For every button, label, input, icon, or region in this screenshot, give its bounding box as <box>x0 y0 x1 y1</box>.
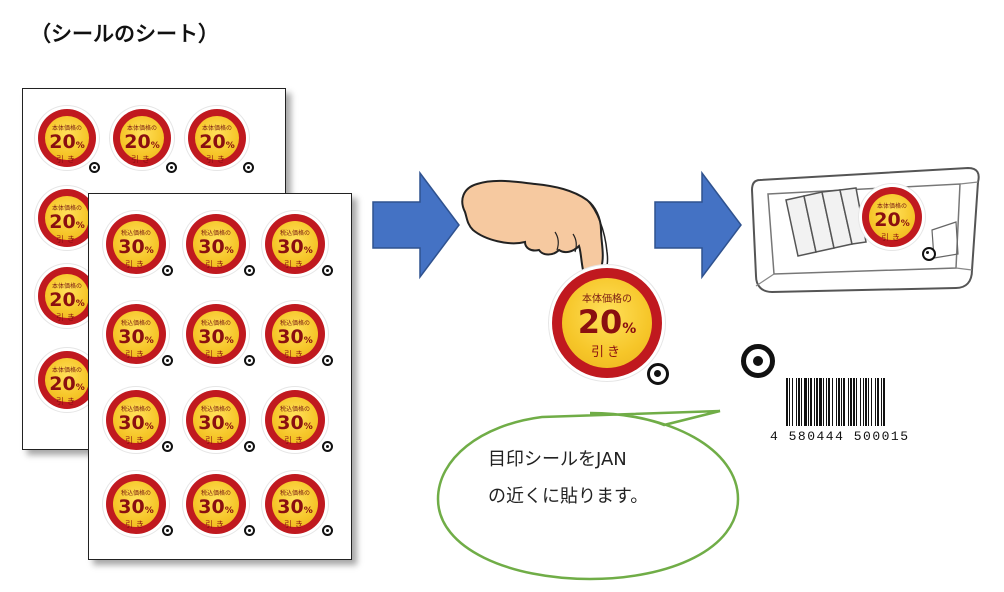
page-title: （シールのシート） <box>30 22 219 46</box>
target-mark-icon <box>162 525 173 536</box>
barcode-bar <box>786 378 788 426</box>
arrow-right-icon <box>654 170 742 280</box>
target-mark-icon <box>162 265 173 276</box>
target-mark-icon <box>922 247 936 261</box>
target-mark-icon <box>244 441 255 452</box>
callout-line-2: の近くに貼ります。 <box>488 486 649 507</box>
target-mark-icon <box>166 162 177 173</box>
barcode-bar <box>792 378 793 426</box>
barcode-bar <box>838 378 840 426</box>
tray-sticker-20: 本体価格の 20% 引き <box>862 187 922 247</box>
speech-bubble <box>436 409 740 581</box>
barcode-bar <box>816 378 818 426</box>
barcode-bar <box>853 378 855 426</box>
target-mark-icon <box>162 355 173 366</box>
target-mark-icon <box>244 265 255 276</box>
target-mark-icon <box>244 355 255 366</box>
target-mark-icon <box>244 525 255 536</box>
barcode-bar <box>828 378 830 426</box>
barcode-bar <box>856 378 857 426</box>
barcode-number: 4 580444 500015 <box>770 429 910 444</box>
barcode-bar <box>789 378 790 426</box>
hand-sticker-20: 本体価格の 20% 引き <box>552 268 662 378</box>
barcode-bar <box>881 378 882 426</box>
barcode-bar <box>871 378 872 426</box>
barcode-bar <box>841 378 842 426</box>
barcode-bars <box>786 378 885 426</box>
target-mark-icon <box>322 441 333 452</box>
barcode-bar <box>848 378 849 426</box>
barcode-bar <box>796 378 797 426</box>
barcode-bar <box>875 378 876 426</box>
barcode-bar <box>826 378 827 426</box>
barcode-bar <box>868 378 869 426</box>
barcode-bar <box>804 378 807 426</box>
target-mark-icon <box>322 525 333 536</box>
barcode-bar <box>863 378 864 426</box>
barcode-bar <box>801 378 802 426</box>
target-mark-icon <box>322 265 333 276</box>
target-mark-icon <box>243 162 254 173</box>
barcode-bar <box>808 378 809 426</box>
barcode-bar <box>850 378 852 426</box>
barcode-bar <box>814 378 815 426</box>
barcode-bar <box>865 378 867 426</box>
barcode-bar <box>877 378 879 426</box>
target-mark-icon <box>741 344 775 378</box>
target-mark-icon <box>647 363 669 385</box>
barcode-bar <box>836 378 837 426</box>
barcode-bar <box>843 378 845 426</box>
barcode-bar <box>823 378 824 426</box>
callout-line-1: 目印シールをJAN <box>488 449 627 470</box>
barcode-bar <box>810 378 812 426</box>
arrow-right-icon <box>372 170 460 280</box>
jan-barcode: 4 580444 500015 <box>770 378 942 446</box>
barcode-bar <box>798 378 800 426</box>
barcode-bar <box>832 378 833 426</box>
barcode-bar <box>819 378 822 426</box>
barcode-bar <box>860 378 861 426</box>
barcode-bar <box>883 378 885 426</box>
target-mark-icon <box>89 162 100 173</box>
target-mark-icon <box>322 355 333 366</box>
target-mark-icon <box>162 441 173 452</box>
